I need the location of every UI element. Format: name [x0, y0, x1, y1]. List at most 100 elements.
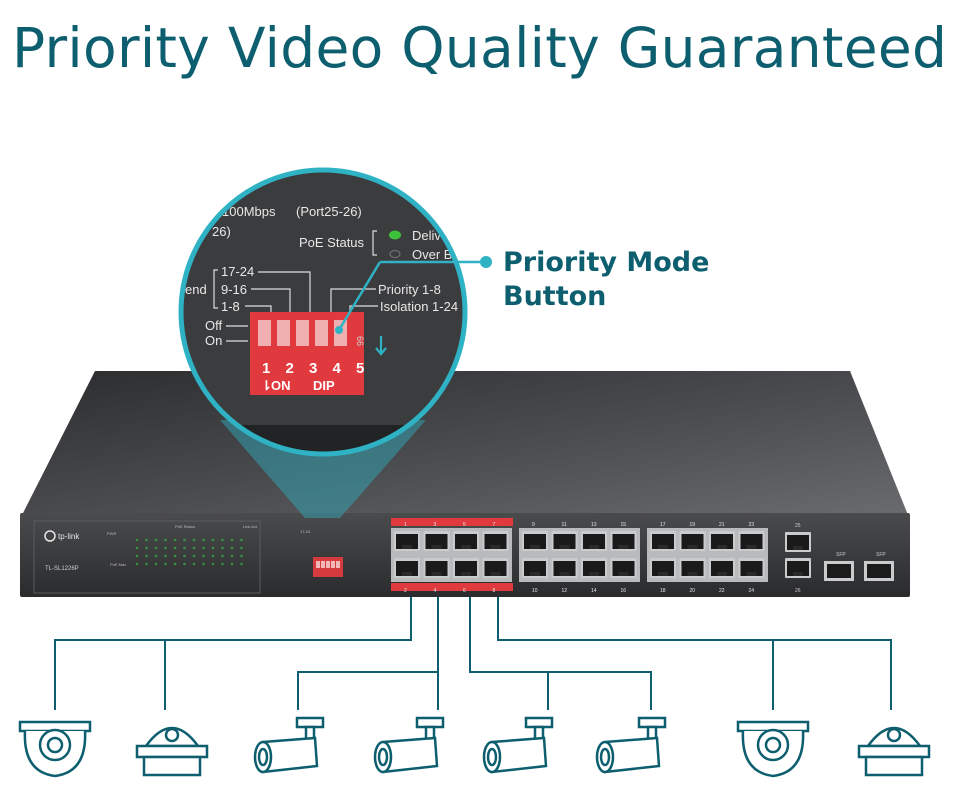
status-led — [164, 562, 167, 566]
headline: Priority Video Quality Guaranteed — [12, 16, 948, 80]
port-number: 8 — [493, 588, 496, 594]
status-led — [192, 546, 196, 550]
poe-max-label: PoE Max — [110, 562, 126, 567]
ceiling-dome-camera-icon — [857, 726, 931, 777]
status-led — [192, 562, 196, 566]
status-led — [173, 538, 177, 542]
status-led — [173, 546, 177, 550]
rj45-port — [522, 558, 548, 578]
status-led — [173, 554, 177, 558]
priority-mode-callout: Priority Mode Button — [503, 246, 709, 314]
zoom-paren-text: 26) — [212, 224, 231, 239]
port-number: 13 — [591, 522, 597, 528]
port-number: 18 — [660, 588, 666, 594]
down-arrow-icon — [375, 336, 387, 356]
rj45-port — [581, 531, 607, 551]
over-led-icon — [389, 250, 401, 258]
status-led — [230, 538, 234, 542]
port-number: 6 — [463, 588, 466, 594]
status-led — [154, 538, 158, 542]
port-number: 23 — [749, 522, 755, 528]
priority-ports-bottom-band — [391, 583, 513, 591]
dip-label: DIP — [313, 378, 335, 393]
status-led — [230, 546, 234, 550]
status-led — [240, 538, 243, 542]
rj45-port — [423, 531, 450, 551]
port-number: 12 — [562, 588, 568, 594]
status-led — [221, 562, 224, 566]
port-number: 7 — [493, 522, 496, 528]
status-led — [164, 546, 167, 550]
status-led — [202, 554, 205, 558]
rj45-port — [650, 531, 676, 551]
sfp2-label: SFP — [876, 552, 886, 558]
status-led — [145, 538, 148, 542]
status-led — [145, 562, 148, 566]
bullet-camera-icon — [482, 716, 554, 774]
callout-line-1: Priority Mode — [503, 247, 710, 278]
connection-lines — [54, 597, 892, 710]
rj45-port — [738, 558, 765, 578]
status-led — [192, 538, 196, 542]
zoom-off-text: Off — [205, 318, 222, 333]
rj45-port-blocks — [391, 528, 768, 582]
status-led — [164, 538, 167, 542]
zoom-poe-status: PoE Status — [299, 235, 365, 250]
bullet-camera-icon — [253, 716, 325, 774]
rj45-port — [738, 531, 765, 551]
port-number: 9 — [532, 522, 535, 528]
status-led — [202, 538, 205, 542]
zoom-deliv-text: Deliv — [412, 228, 441, 243]
priority-ports-top-band — [391, 518, 513, 526]
port-number: 22 — [719, 588, 725, 594]
rj45-port — [709, 558, 735, 578]
rj45-port — [679, 558, 706, 578]
zoom-group-24: 17-24 — [221, 264, 254, 279]
status-led — [183, 554, 186, 558]
led-grid — [135, 538, 243, 566]
status-led — [211, 538, 215, 542]
rj45-port — [394, 531, 420, 551]
uplink-top-number: 25 — [795, 523, 801, 529]
status-led — [135, 562, 139, 566]
status-led — [221, 546, 224, 550]
status-led — [135, 546, 139, 550]
zoom-end-text: end — [185, 282, 207, 297]
rj45-port — [679, 531, 706, 551]
bullet-camera-icon — [595, 716, 667, 774]
poe-status-label: PoE Status — [175, 524, 195, 529]
status-led — [230, 562, 234, 566]
bullet-camera-icon — [373, 716, 445, 774]
rj45-port — [453, 558, 479, 578]
deliv-led-icon — [389, 230, 401, 240]
status-led — [230, 554, 234, 558]
port-number: 10 — [532, 588, 538, 594]
dip-on-arrow-icon: ⇂ — [261, 378, 272, 393]
port-number: 2 — [404, 588, 407, 594]
svg-text:17-24: 17-24 — [300, 529, 311, 534]
status-led — [154, 546, 158, 550]
status-led — [192, 554, 196, 558]
status-led — [202, 546, 205, 550]
mini-dip-switch: 17-24 — [300, 529, 343, 577]
rj45-port — [610, 531, 637, 551]
zoom-port-note: (Port25-26) — [296, 204, 362, 219]
rj45-port — [581, 558, 607, 578]
uplink-ports: 25 26 — [785, 523, 811, 594]
dome-camera-icon — [736, 720, 810, 778]
rj45-port — [453, 531, 479, 551]
camera-icons — [18, 716, 931, 778]
port-number: 16 — [621, 588, 627, 594]
rj45-port — [482, 558, 509, 578]
rj45-port — [423, 558, 450, 578]
status-led — [202, 562, 205, 566]
zoom-detail: 100Mbps (Port25-26) 26) PoE Status Deliv… — [178, 167, 468, 457]
status-led — [221, 554, 224, 558]
port-number: 4 — [434, 588, 437, 594]
rj45-port — [610, 558, 637, 578]
dip-numbers: 1 2 3 4 5 — [262, 360, 370, 377]
zoom-speed-text: 100Mbps — [222, 204, 276, 219]
rj45-port — [551, 558, 578, 578]
svg-text:66: 66 — [355, 336, 365, 346]
